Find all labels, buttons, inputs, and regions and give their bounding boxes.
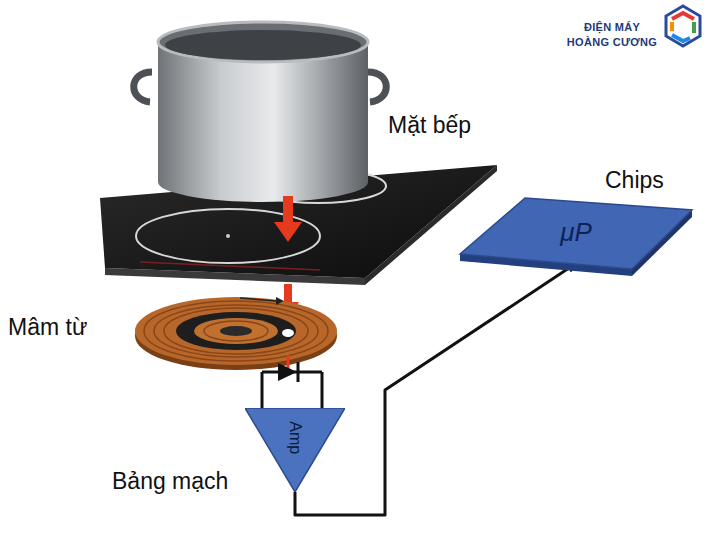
- pot-handle: [134, 72, 152, 102]
- chip-block: ChipsμP: [455, 148, 697, 278]
- amp-text: Amp: [286, 421, 304, 454]
- coil-body: [135, 297, 337, 365]
- brand-name: ĐIỆN MÁY: [584, 21, 640, 34]
- chip-marking: μP: [560, 218, 592, 247]
- pot: [134, 22, 387, 202]
- diode-symbol: [278, 363, 297, 381]
- pot-rim: [158, 22, 368, 62]
- pot-body: [158, 42, 368, 202]
- induction-coil: [135, 297, 337, 370]
- heat-arrow: [274, 196, 302, 242]
- signal-wire: [295, 264, 575, 515]
- part-label: Mặt bếp: [388, 112, 471, 138]
- diode-circuit: [262, 355, 322, 410]
- pot-inside: [165, 30, 361, 60]
- triangle-face: [245, 408, 345, 492]
- amplifier-triangle: Amp: [245, 408, 345, 492]
- logo-icon: [666, 6, 700, 46]
- part-label: Bảng mạch: [112, 468, 228, 494]
- chip-face: [460, 198, 692, 269]
- chip-heading: Chips: [605, 168, 664, 193]
- brand-name: HOÀNG CƯƠNG: [567, 36, 657, 49]
- sensor-dot: [282, 329, 294, 337]
- control-strip: [140, 262, 320, 270]
- zone-mark: [226, 234, 230, 238]
- coil-ferrite: [176, 312, 296, 350]
- pot-handle: [368, 72, 386, 102]
- part-label: Mâm từ: [8, 314, 87, 340]
- pointer-line: [240, 297, 284, 305]
